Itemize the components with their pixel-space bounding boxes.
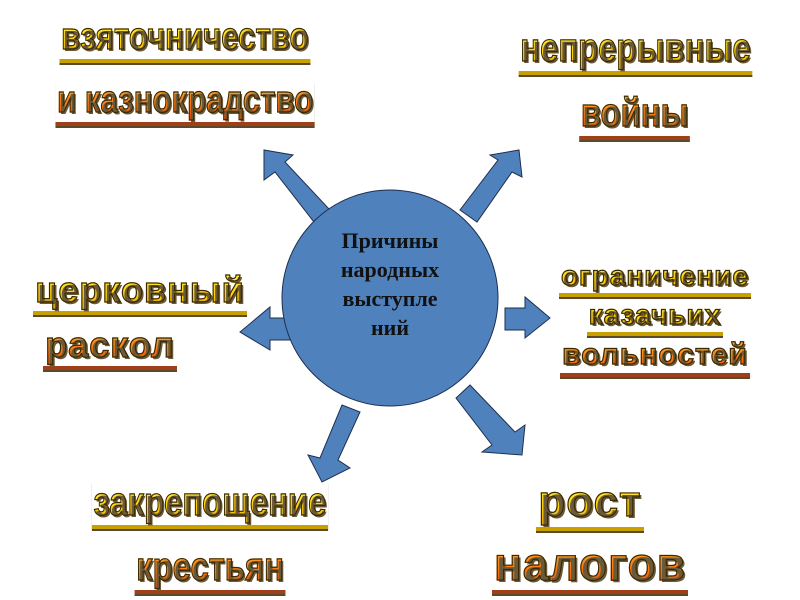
arrow-top-left-icon	[263, 149, 331, 223]
center-line-4: ний	[370, 315, 410, 340]
center-line-3: выступле	[342, 286, 438, 311]
cause-schism-line-1: церковный	[33, 271, 247, 315]
cause-taxes-line-1: рост	[536, 479, 644, 531]
arrow-bottom-left-icon	[307, 404, 361, 483]
cause-serfdom: закрепощение крестьян	[60, 481, 360, 594]
cause-schism: церковный раскол	[0, 271, 280, 370]
center-title: Причины народных выступле ний	[300, 226, 480, 342]
center-line-2: народных	[340, 257, 440, 282]
cause-wars-line-1: непрерывные	[518, 27, 752, 75]
cause-cossack-line-1: ограничение	[558, 261, 752, 297]
arrow-top-right-icon	[459, 149, 523, 223]
cause-cossack: ограничение казачьих вольностей	[510, 261, 800, 377]
cause-wars-line-2: войны	[579, 92, 691, 140]
cause-wars: непрерывные войны	[480, 27, 790, 140]
cause-serfdom-line-2: крестьян	[134, 546, 286, 594]
arrow-bottom-right-icon	[455, 384, 526, 456]
arrow-right-icon	[504, 295, 551, 340]
cause-cossack-line-3: вольностей	[560, 339, 750, 377]
cause-bribery-line-2: и казнокрадство	[55, 80, 315, 126]
arrow-left-icon	[239, 305, 291, 351]
cause-schism-line-2: раскол	[43, 326, 177, 370]
cause-cossack-line-2: казачьих	[586, 300, 724, 336]
cause-serfdom-line-1: закрепощение	[91, 481, 329, 529]
center-line-1: Причины	[341, 228, 439, 253]
cause-bribery-line-1: взяточничество	[59, 17, 311, 63]
center-circle	[281, 189, 499, 407]
cause-taxes-line-2: налогов	[491, 540, 688, 594]
cause-taxes: рост налогов	[440, 479, 740, 594]
cause-bribery: взяточничество и казнокрадство	[20, 17, 350, 126]
